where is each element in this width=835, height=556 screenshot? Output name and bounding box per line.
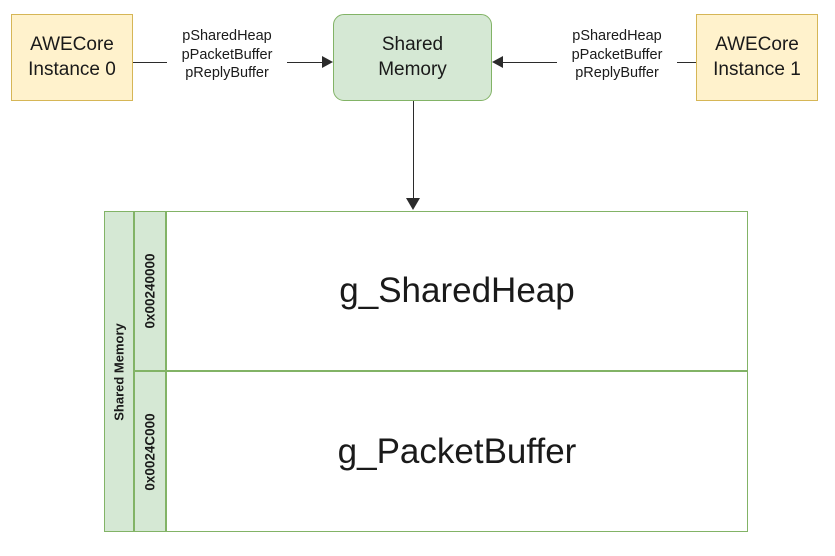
edge-down-line	[413, 101, 414, 199]
node-awecore-instance-0-line2: Instance 0	[28, 58, 116, 80]
edge-left-label-line1: pSharedHeap	[182, 28, 272, 44]
node-awecore-instance-1-line1: AWECore	[715, 33, 799, 55]
edge-left-arrowhead-icon	[322, 56, 333, 68]
edge-left-label: pSharedHeap pPacketBuffer pReplyBuffer	[167, 27, 287, 83]
edge-right-arrowhead-icon	[492, 56, 503, 68]
edge-right-label-line1: pSharedHeap	[572, 28, 662, 44]
memory-map-group-label: Shared Memory	[111, 322, 127, 421]
edge-right-label: pSharedHeap pPacketBuffer pReplyBuffer	[557, 27, 677, 83]
edge-left-label-line2: pPacketBuffer	[181, 46, 273, 63]
node-awecore-instance-1-line2: Instance 1	[713, 58, 801, 80]
memory-map-table: Shared Memory 0x00240000 0x0024C000 g_Sh…	[104, 211, 748, 532]
node-awecore-instance-0-text: AWECore Instance 0	[28, 33, 116, 82]
memory-map-address-cell: 0x0024C000	[134, 371, 166, 532]
memory-map-region-1: g_PacketBuffer	[337, 431, 577, 471]
edge-down-arrowhead-icon	[406, 198, 420, 210]
node-awecore-instance-0-line1: AWECore	[30, 33, 114, 55]
node-awecore-instance-1[interactable]: AWECore Instance 1	[696, 14, 818, 101]
edge-left-label-line3: pReplyBuffer	[185, 65, 269, 82]
node-shared-memory-line1: Shared	[381, 33, 444, 55]
memory-map-region-0: g_SharedHeap	[339, 271, 575, 310]
node-awecore-instance-0[interactable]: AWECore Instance 0	[11, 14, 133, 101]
memory-map-address-0: 0x00240000	[142, 253, 158, 329]
node-awecore-instance-1-text: AWECore Instance 1	[713, 33, 801, 82]
memory-map-region-cell: g_SharedHeap	[166, 211, 748, 371]
memory-map-group-cell: Shared Memory	[104, 211, 134, 532]
node-shared-memory[interactable]: Shared Memory	[333, 14, 492, 101]
memory-map-region-cell: g_PacketBuffer	[166, 371, 748, 532]
memory-map-address-1: 0x0024C000	[142, 412, 158, 491]
edge-right-label-line3: pReplyBuffer	[575, 65, 659, 82]
edge-right-label-line2: pPacketBuffer	[571, 46, 663, 63]
node-shared-memory-text: Shared Memory	[378, 33, 447, 82]
memory-map-address-cell: 0x00240000	[134, 211, 166, 371]
node-shared-memory-line2: Memory	[378, 58, 447, 80]
